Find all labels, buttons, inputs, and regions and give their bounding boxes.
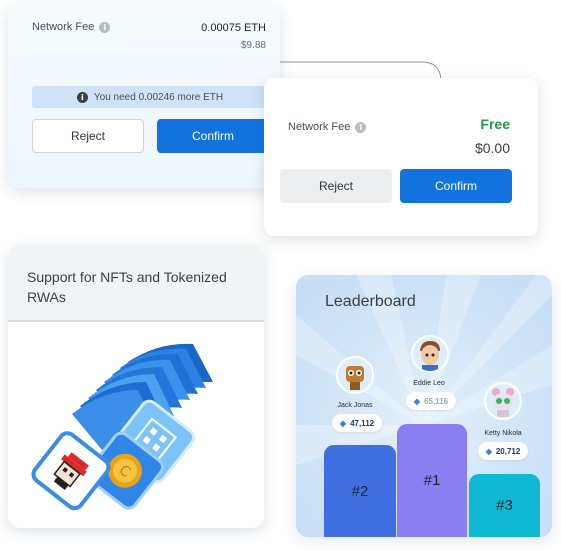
warning-text: You need 0.00246 more ETH [93,91,224,103]
fee-amount: $0.00 [474,140,510,156]
network-fee-label: Network Fee i [32,21,111,33]
reject-button[interactable]: Reject [280,169,392,203]
info-icon[interactable]: i [355,121,367,133]
network-fee-card-free: Network Fee i Free $0.00 Reject Confirm [264,78,538,236]
nft-card-title: Support for NFTs and Tokenized RWAs [27,269,227,305]
score-badge: ◆ 65,116 [406,392,456,410]
player-name: Eddie Leo [413,380,445,387]
info-icon: i [76,91,88,103]
network-fee-label: Network Fee i [288,121,367,133]
avatar-ketty-nikola [484,382,522,420]
usd-fee-amount: $9.88 [240,40,266,51]
score-value: 65,116 [424,396,449,406]
nft-card-header: Support for NFTs and Tokenized RWAs [8,245,264,322]
network-fee-card-insufficient: Network Fee i 0.00075 ETH $9.88 i You ne… [8,4,280,188]
score-value: 20,712 [495,446,521,456]
score-badge: ◆ 20,712 [478,442,528,460]
nft-support-card: Support for NFTs and Tokenized RWAs [8,245,264,528]
insufficient-funds-warning: i You need 0.00246 more ETH [32,86,268,108]
network-fee-text: Network Fee [32,21,95,33]
free-fee-label: Free [480,116,510,132]
podium-third: #3 [469,474,540,537]
reject-button[interactable]: Reject [32,119,144,153]
avatar-jack-jonas [336,356,374,394]
diamond-icon: ◆ [413,396,421,406]
score-value: 47,112 [350,418,375,428]
podium-first: #1 [397,424,467,537]
podium-second: #2 [324,445,396,537]
eth-fee-amount: 0.00075 ETH [201,22,266,34]
info-icon[interactable]: i [99,21,111,33]
network-fee-text: Network Fee [288,121,351,133]
player-name: Ketty Nikola [484,430,522,437]
diamond-icon: ◆ [339,418,347,428]
nft-punk-card [31,431,111,511]
player-name: Jack Jonas [337,402,373,409]
leaderboard-card: Leaderboard Jack Jonas ◆ 47,112 Eddie Le… [296,275,552,537]
diamond-icon: ◆ [485,446,492,456]
avatar-eddie-leo [411,335,449,373]
nft-stack-illustration: C [31,343,213,511]
score-badge: ◆ 47,112 [332,414,382,432]
confirm-button[interactable]: Confirm [157,119,269,153]
token-coin-card: C [86,431,164,510]
leaderboard-title: Leaderboard [325,293,416,310]
confirm-button[interactable]: Confirm [400,169,512,203]
